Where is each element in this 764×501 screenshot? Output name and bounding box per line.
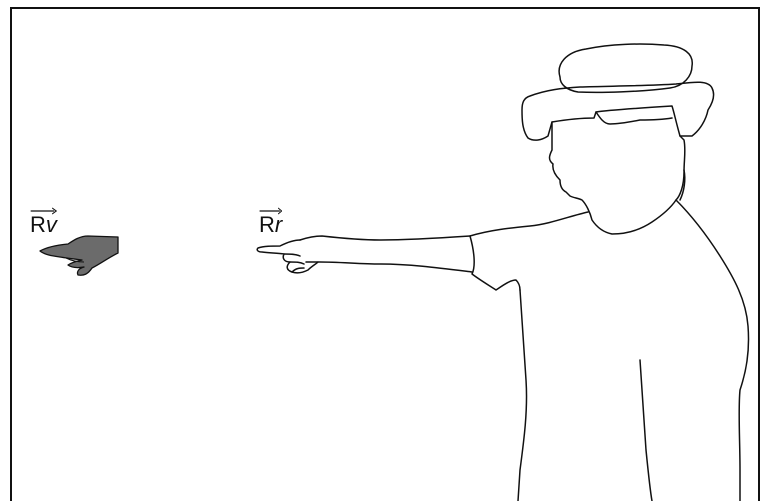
virtual-hand-vector-label: Rv bbox=[30, 214, 57, 236]
vector-subscript: v bbox=[46, 212, 57, 237]
person-with-vr-headset-icon bbox=[257, 44, 748, 501]
vector-subscript: r bbox=[275, 212, 282, 237]
virtual-hand-icon bbox=[40, 236, 118, 275]
vector-arrow-icon bbox=[30, 207, 57, 215]
vector-base: R bbox=[30, 212, 46, 237]
vector-arrow-icon bbox=[259, 207, 282, 215]
real-hand-vector-label: Rr bbox=[259, 214, 282, 236]
vector-base: R bbox=[259, 212, 275, 237]
